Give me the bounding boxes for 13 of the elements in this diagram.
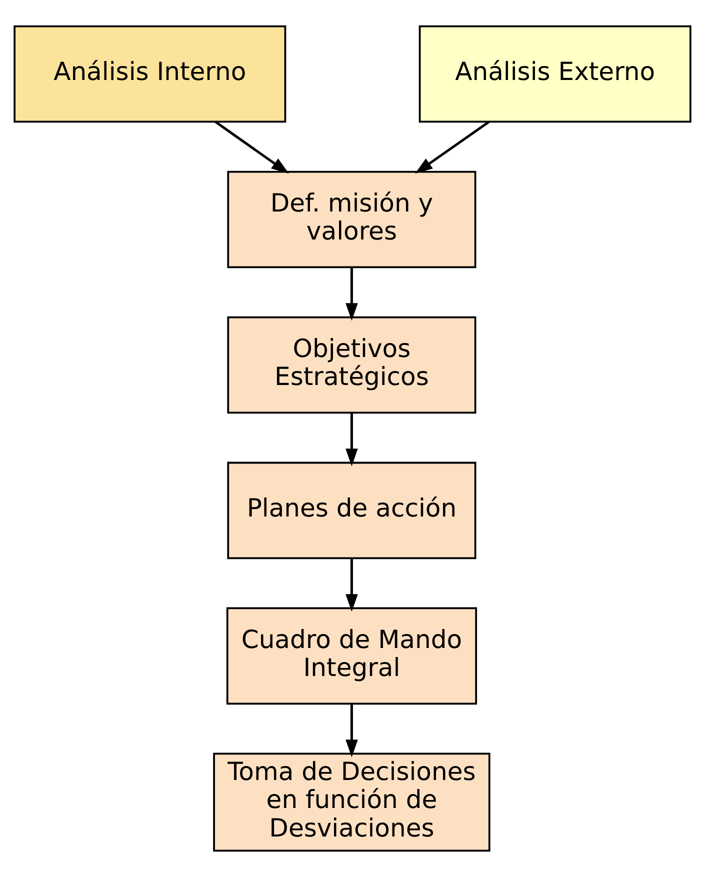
node-box: Objetivos Estratégicos — [227, 316, 476, 414]
arrow — [346, 412, 358, 466]
arrow — [346, 558, 358, 612]
arrow — [346, 704, 358, 758]
arrow — [415, 120, 490, 174]
node-box: Planes de acción — [227, 462, 476, 560]
node-box: Def. misión y valores — [227, 170, 476, 268]
node-box: Análisis Externo — [418, 25, 692, 123]
node-box: Toma de Decisiones en función de Desviaciones — [213, 752, 490, 852]
node-box: Análisis Interno — [14, 25, 286, 123]
arrow — [346, 267, 358, 321]
node-box: Cuadro de Mando Integral — [226, 607, 478, 705]
arrow — [214, 120, 289, 174]
